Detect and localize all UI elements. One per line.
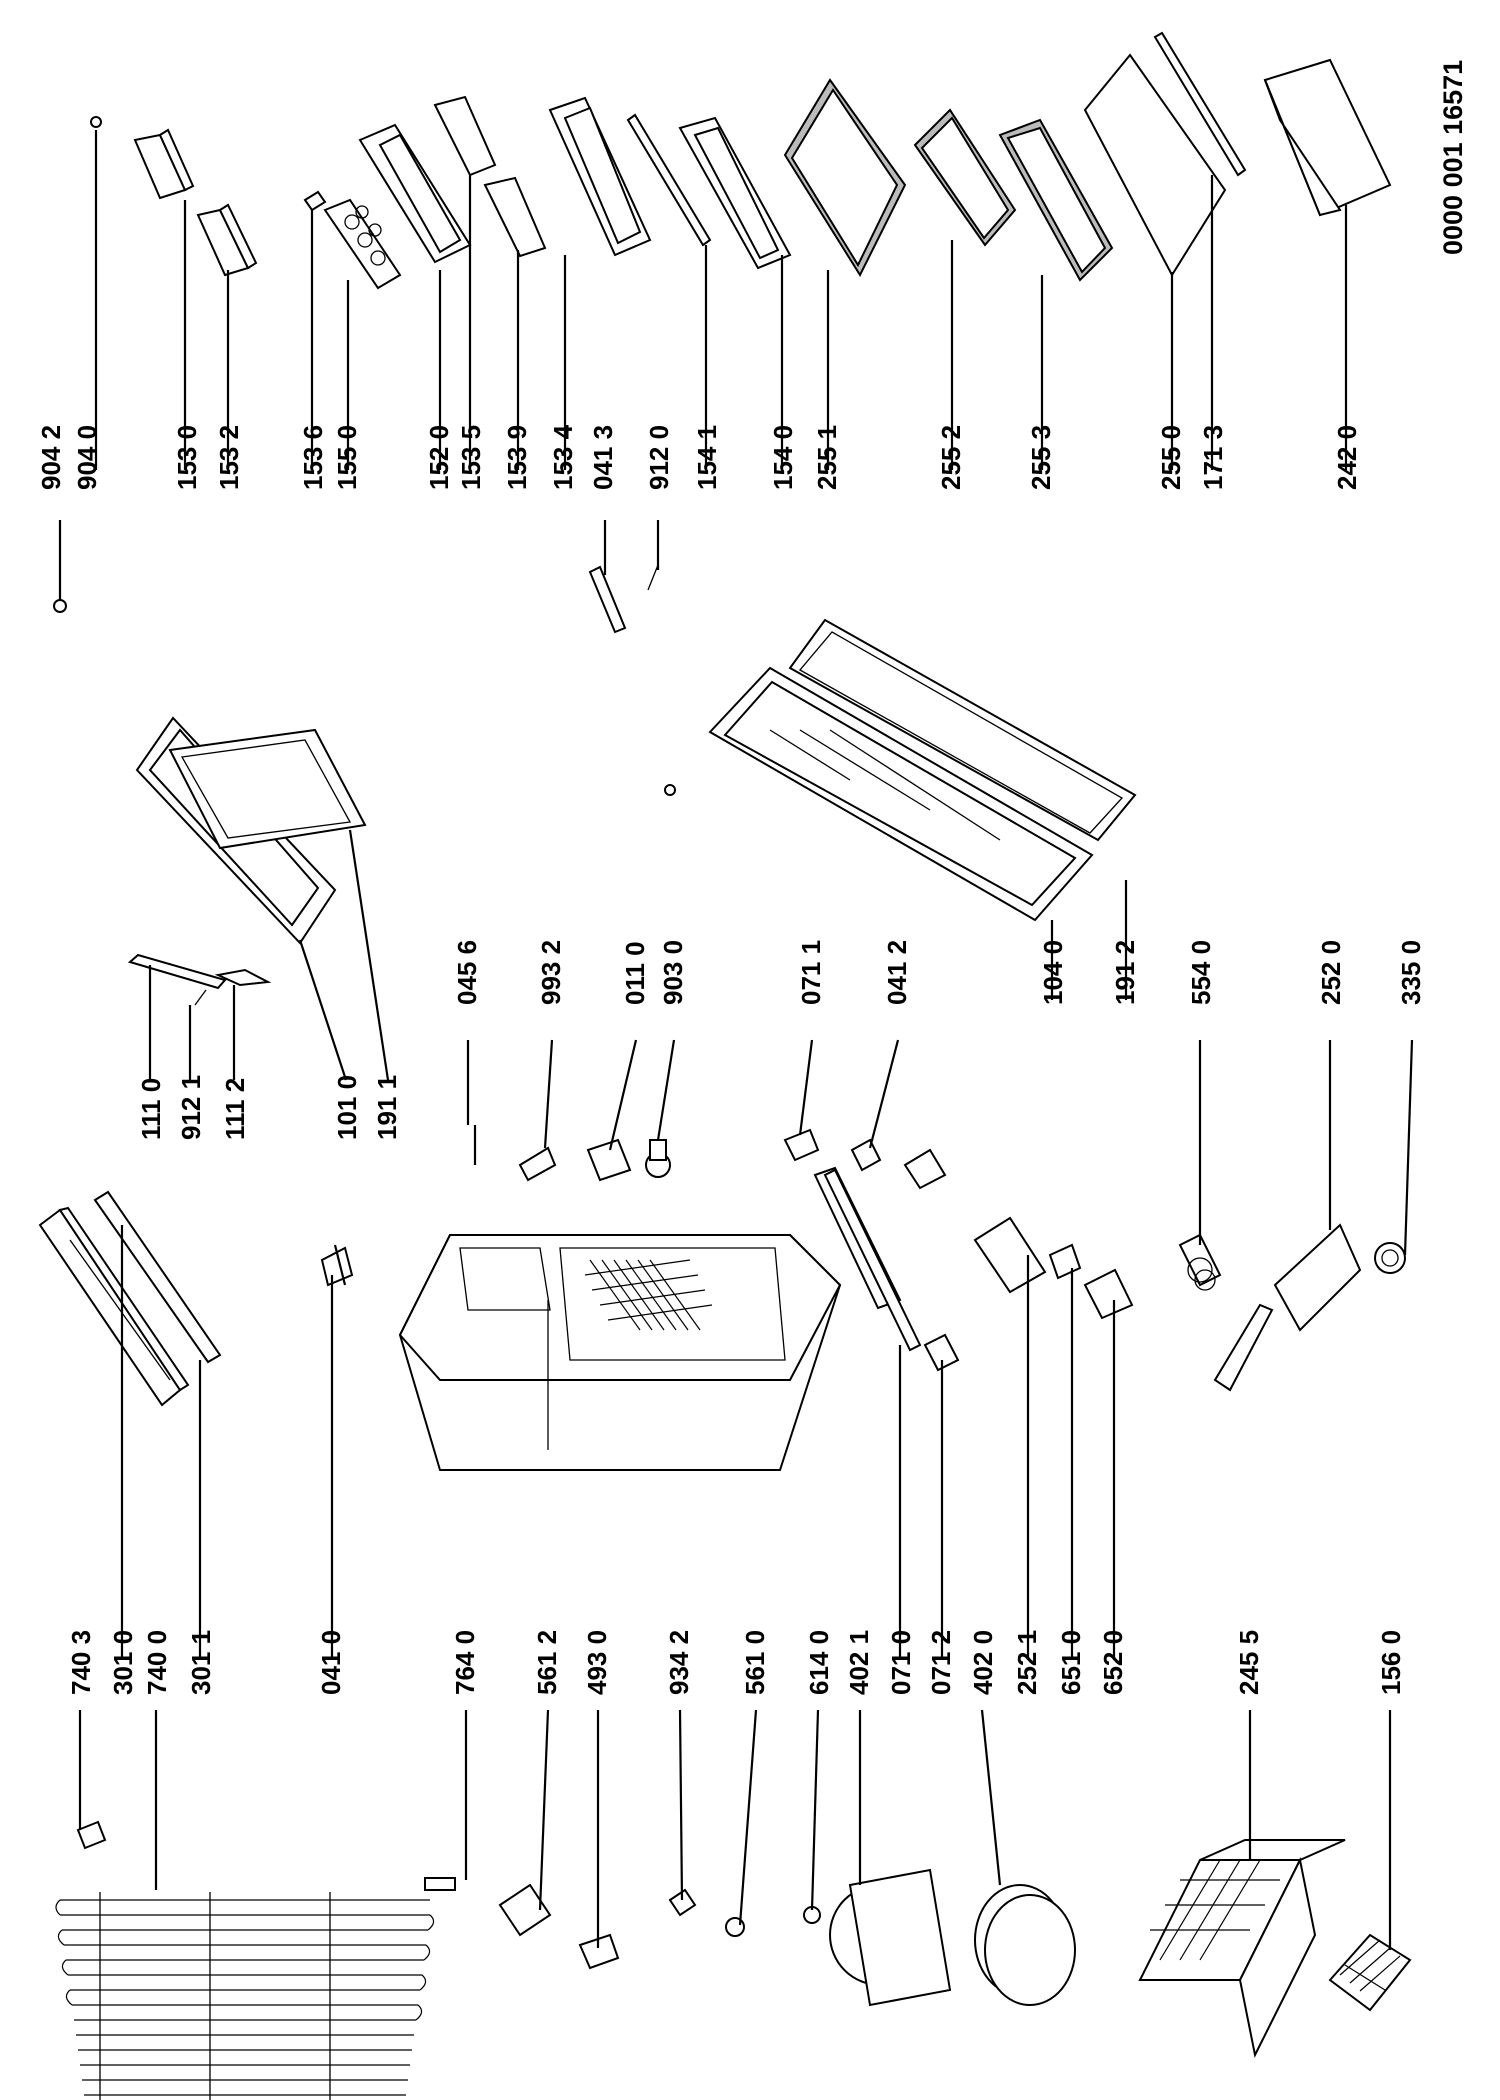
part-number-label: 934 2: [664, 1630, 694, 1695]
part-number-label: 153 2: [214, 425, 244, 490]
part-number-label: 255 0: [1156, 425, 1186, 490]
part-number-label: 154 1: [692, 425, 722, 490]
part-number-label: 402 1: [844, 1630, 874, 1695]
leader-line: [798, 1039, 814, 1136]
part-number-label: 156 0: [1376, 1630, 1406, 1695]
cabinet-icon: [398, 1234, 842, 1471]
part-number-label: 153 6: [298, 425, 328, 490]
shelf-strip-icon: [823, 1168, 922, 1352]
part-drawings: [38, 31, 1412, 2100]
part-number-label: 903 0: [658, 940, 688, 1005]
fridge-door-icon: [708, 618, 1137, 922]
leader-line: [810, 1709, 820, 1911]
part-number-label: 245 5: [1234, 1630, 1264, 1695]
part-number-label: 652 0: [1098, 1630, 1128, 1695]
leader-line: [608, 1039, 638, 1151]
part-number-label: 153 4: [548, 424, 578, 490]
part-number-label: 045 6: [452, 940, 482, 1005]
part-number-label: 561 2: [532, 1630, 562, 1695]
leader-line: [678, 1709, 684, 1901]
part-number-label: 764 0: [450, 1630, 480, 1695]
hinge-cover-icon: [38, 1190, 354, 1407]
part-number-label: 155 0: [332, 425, 362, 490]
part-number-label: 153 0: [172, 425, 202, 490]
condensate-tray-icon: [1138, 1839, 1346, 2059]
part-number-label: 101 0: [332, 1075, 362, 1140]
leader-line: [1403, 1039, 1414, 1256]
part-number-label: 154 0: [768, 425, 798, 490]
leader-line: [538, 1709, 550, 1911]
part-number-label: 153 9: [502, 425, 532, 490]
leader-line: [348, 829, 390, 1081]
part-number-label: 904 0: [72, 425, 102, 490]
egg-tray-icon: [303, 190, 402, 290]
part-number-label: 904 2: [36, 425, 66, 490]
part-number-label: 252 1: [1012, 1630, 1042, 1695]
part-number-label: 402 0: [968, 1630, 998, 1695]
part-number-label: 554 0: [1186, 940, 1216, 1005]
part-number-label: 171 3: [1198, 425, 1228, 490]
part-number-label: 111 2: [220, 1078, 250, 1140]
freezer-door-icon: [135, 716, 367, 945]
part-number-label: 255 2: [936, 425, 966, 490]
part-number-label: 651 0: [1056, 1630, 1086, 1695]
document-code: 0000 001 16571: [1438, 60, 1468, 255]
part-number-label: 255 3: [1026, 425, 1056, 490]
part-number-label: 152 0: [424, 425, 454, 490]
part-number-label: 191 2: [1110, 940, 1140, 1005]
part-number-label: 561 0: [740, 1630, 770, 1695]
part-number-label: 614 0: [804, 1630, 834, 1695]
part-number-label: 041 0: [316, 1630, 346, 1695]
leader-line: [298, 939, 348, 1081]
part-number-label: 041 3: [588, 425, 618, 490]
part-number-label: 912 1: [176, 1075, 206, 1140]
part-number-label: 071 0: [886, 1630, 916, 1695]
leader-line: [980, 1709, 1002, 1886]
door-bin-icon: [133, 58, 1392, 277]
door-bracket-icon: [127, 564, 676, 1006]
leader-line: [656, 1039, 676, 1141]
part-number-label: 242 0: [1332, 425, 1362, 490]
part-number-label: 493 0: [582, 1630, 612, 1695]
glass-shelf-icon: [626, 31, 1247, 282]
leader-line: [868, 1039, 900, 1149]
part-number-label: 912 0: [644, 425, 674, 490]
part-number-label: 740 3: [66, 1630, 96, 1695]
part-number-label: 104 0: [1038, 940, 1068, 1005]
part-number-label: 071 2: [926, 1630, 956, 1695]
ice-tray-icon: [1328, 1933, 1412, 2012]
part-number-label: 301 1: [186, 1630, 216, 1695]
part-number-label: 255 1: [812, 425, 842, 490]
part-number-label: 011 0: [620, 941, 650, 1005]
part-number-label: 993 2: [536, 940, 566, 1005]
part-number-label: 252 0: [1316, 940, 1346, 1005]
leader-line: [738, 1709, 758, 1926]
part-number-label: 301 0: [108, 1630, 138, 1695]
part-number-label: 111 0: [136, 1078, 166, 1140]
part-number-label: 041 2: [882, 940, 912, 1005]
part-number-label: 153 5: [456, 425, 486, 490]
compressor-icon: [76, 1820, 1076, 2007]
condenser-coil-icon: [55, 1892, 435, 2100]
part-number-label: 191 1: [372, 1075, 402, 1140]
evaporator-grid-icon: [584, 1259, 713, 1331]
part-number-label: 335 0: [1396, 940, 1426, 1005]
part-number-label: 740 0: [142, 1630, 172, 1695]
leader-line: [543, 1039, 554, 1149]
part-number-label: 071 1: [796, 940, 826, 1005]
